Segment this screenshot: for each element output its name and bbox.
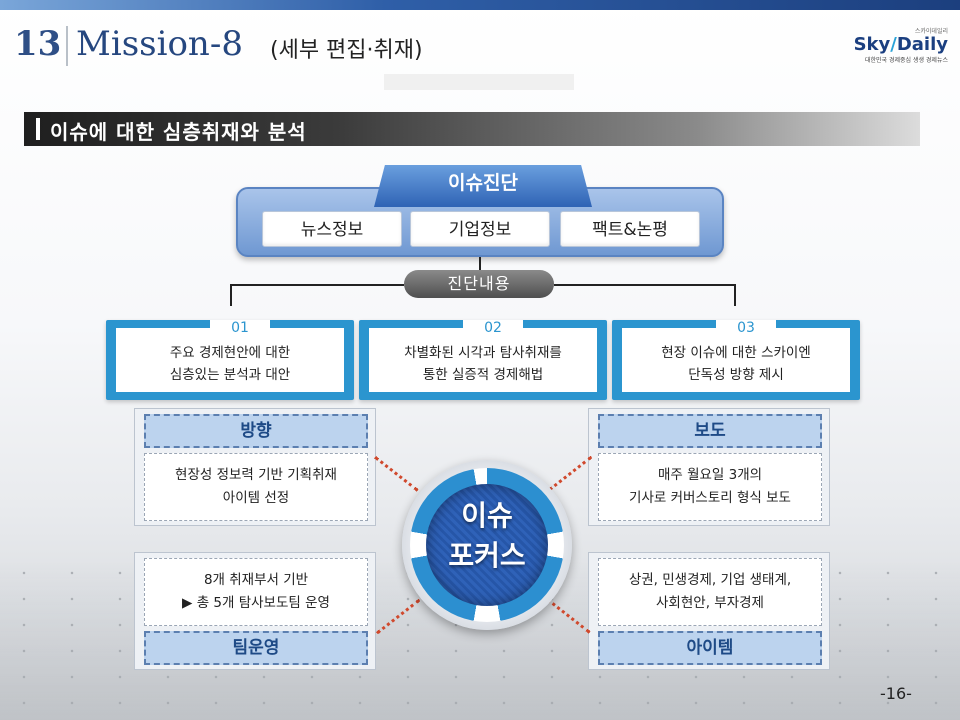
card-line: 심층있는 분석과 대안 (169, 367, 291, 383)
quadrant-head: 팀운영 (144, 631, 368, 665)
card-02: 02 차별화된 시각과 탐사취재를 통한 실증적 경제해법 (359, 320, 607, 400)
hub-line: 이슈 (461, 499, 513, 532)
diagnosis-item-news: 뉴스정보 (262, 211, 402, 247)
logo-slash-icon: / (890, 34, 897, 55)
card-text: 주요 경제현안에 대한 심층있는 분석과 대안 (116, 342, 344, 386)
card-text: 현장 이슈에 대한 스카이엔 단독성 방향 제시 (622, 342, 850, 386)
quadrant-head: 방향 (144, 414, 368, 448)
hub-label: 이슈 포커스 (426, 496, 548, 576)
top-accent-bar (0, 0, 960, 10)
hub-line: 포커스 (448, 539, 526, 572)
section-marker (36, 118, 40, 140)
quadrant-line: 8개 취재부서 기반 (203, 572, 309, 588)
section-header: 이슈에 대한 심층취재와 분석 (24, 112, 920, 146)
title-underline (384, 74, 574, 90)
slide-number: 13 (14, 24, 62, 64)
quadrant-line: 상권, 민생경제, 기업 생태계, (628, 572, 792, 588)
connector-top-right (548, 455, 593, 492)
logo-small-text: 스카이데일리 (914, 28, 948, 35)
card-01: 01 주요 경제현안에 대한 심층있는 분석과 대안 (106, 320, 354, 400)
quadrant-body: 현장성 정보력 기반 기획취재 아이템 선정 (144, 453, 368, 521)
quadrant-line: ▶ 총 5개 탐사보도팀 운영 (182, 595, 330, 611)
quadrant-line: 기사로 커버스토리 형식 보도 (629, 490, 791, 506)
connector-vertical-top (479, 257, 481, 271)
card-number: 02 (463, 320, 523, 336)
quadrant-report: 보도 매주 월요일 3개의 기사로 커버스토리 형식 보도 (588, 408, 830, 526)
quadrant-head: 아이템 (598, 631, 822, 665)
diagnosis-title: 이슈진단 (448, 172, 518, 194)
logo-brand: Sky/Daily (838, 35, 948, 55)
quadrant-body: 매주 월요일 3개의 기사로 커버스토리 형식 보도 (598, 453, 822, 521)
title-divider (66, 26, 68, 66)
quadrant-body: 8개 취재부서 기반 ▶ 총 5개 탐사보도팀 운영 (144, 558, 368, 626)
logo-brand-sky: Sky (853, 34, 891, 55)
skydaily-logo: 스카이데일리 Sky/Daily 대한민국 경제중심 생생 경제뉴스 (838, 26, 948, 72)
card-line: 통한 실증적 경제해법 (422, 367, 544, 383)
card-inner: 03 현장 이슈에 대한 스카이엔 단독성 방향 제시 (622, 320, 850, 392)
page-title: Mission-8 (76, 24, 243, 64)
card-number: 01 (210, 320, 270, 336)
card-number: 03 (716, 320, 776, 336)
connector-drop-left (230, 284, 232, 306)
card-inner: 01 주요 경제현안에 대한 심층있는 분석과 대안 (116, 320, 344, 392)
section-title: 이슈에 대한 심층취재와 분석 (50, 120, 307, 144)
card-03: 03 현장 이슈에 대한 스카이엔 단독성 방향 제시 (612, 320, 860, 400)
quadrant-line: 현장성 정보력 기반 기획취재 (175, 467, 337, 483)
card-text: 차별화된 시각과 탐사취재를 통한 실증적 경제해법 (369, 342, 597, 386)
diagnosis-item-fact: 팩트&논평 (560, 211, 700, 247)
page-number: -16- (880, 684, 912, 703)
card-line: 차별화된 시각과 탐사취재를 (404, 345, 562, 361)
quadrant-head: 보도 (598, 414, 822, 448)
page-subtitle: (세부 편집·취재) (270, 38, 423, 63)
logo-tagline: 대한민국 경제중심 생생 경제뉴스 (864, 57, 948, 64)
card-inner: 02 차별화된 시각과 탐사취재를 통한 실증적 경제해법 (369, 320, 597, 392)
card-line: 단독성 방향 제시 (688, 367, 784, 383)
quadrant-direction: 방향 현장성 정보력 기반 기획취재 아이템 선정 (134, 408, 376, 526)
card-line: 주요 경제현안에 대한 (169, 345, 291, 361)
quadrant-line: 사회현안, 부자경제 (656, 595, 764, 611)
card-line: 현장 이슈에 대한 스카이엔 (661, 345, 811, 361)
quadrant-line: 아이템 선정 (222, 490, 290, 506)
connector-horizontal-right (554, 284, 736, 286)
quadrant-item: 상권, 민생경제, 기업 생태계, 사회현안, 부자경제 아이템 (588, 552, 830, 670)
diagnosis-tab (374, 165, 592, 207)
connector-top-left (374, 456, 419, 492)
logo-brand-daily: Daily (896, 34, 948, 55)
connector-drop-right (734, 284, 736, 306)
diagnosis-item-company: 기업정보 (410, 211, 550, 247)
hub-core (426, 484, 548, 606)
quadrant-line: 매주 월요일 3개의 (657, 467, 763, 483)
quadrant-team: 8개 취재부서 기반 ▶ 총 5개 탐사보도팀 운영 팀운영 (134, 552, 376, 670)
connector-horizontal-left (230, 284, 404, 286)
quadrant-body: 상권, 민생경제, 기업 생태계, 사회현안, 부자경제 (598, 558, 822, 626)
diagnosis-content-label: 진단내용 (404, 270, 554, 298)
